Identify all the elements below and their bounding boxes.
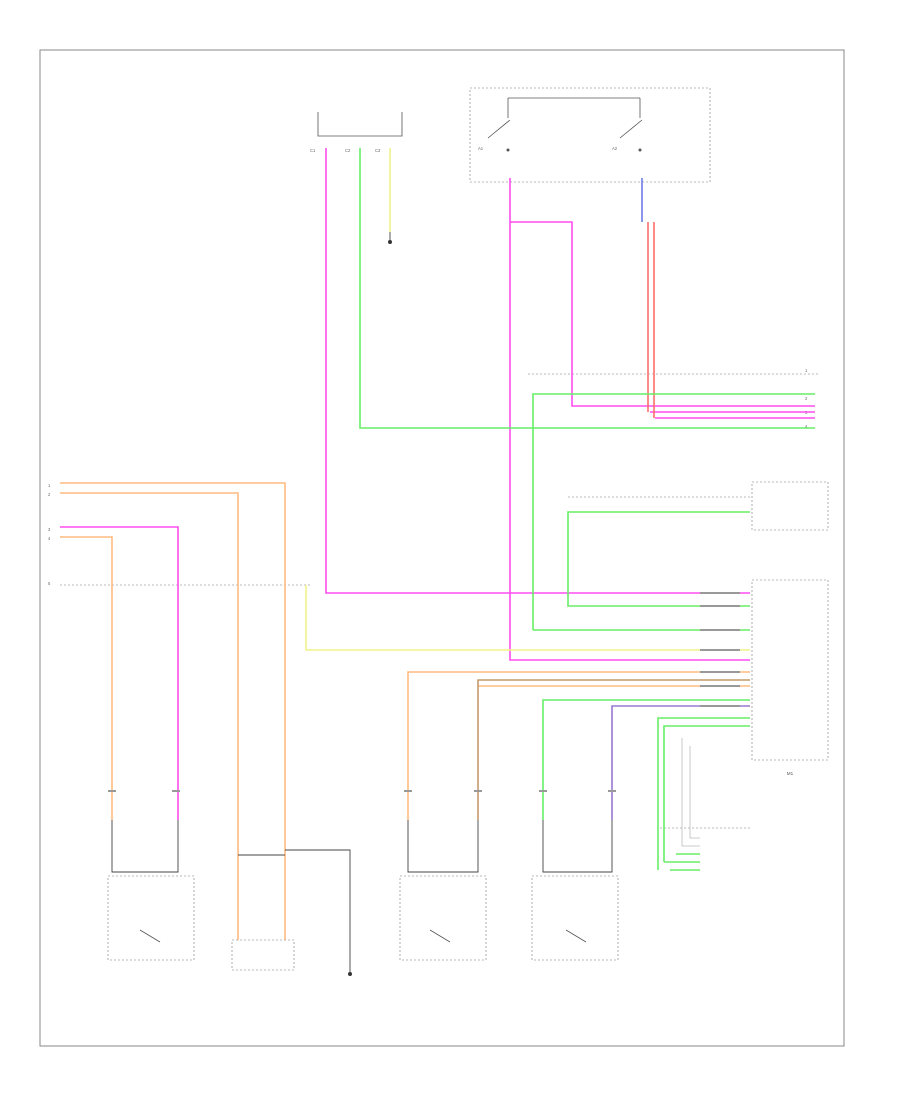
wire-orange-3 (60, 536, 113, 820)
svg-text:A2: A2 (612, 146, 618, 151)
svg-text:M1: M1 (787, 771, 794, 776)
svg-text:5: 5 (48, 581, 51, 586)
wire-green-2 (532, 393, 815, 630)
svg-text:C2: C2 (345, 148, 351, 153)
svg-text:4: 4 (48, 536, 51, 541)
wire-gray-1 (681, 738, 700, 847)
wire-pink-1 (325, 148, 750, 594)
svg-text:1: 1 (805, 368, 808, 373)
bottom-switch-4 (531, 820, 619, 961)
wire-green-7 (663, 725, 750, 862)
wire-pink-3 (510, 221, 815, 407)
wire-yellow-2 (305, 585, 750, 651)
top-sensor-component: C1 C2 C3 (310, 112, 403, 153)
ground-1 (388, 232, 392, 244)
wire-gray-2 (689, 746, 700, 839)
svg-text:C3: C3 (375, 148, 381, 153)
svg-text:2: 2 (805, 396, 808, 401)
wire-orange-4 (407, 671, 750, 820)
wire-orange-2 (60, 492, 239, 940)
top-switch-component: A1 A2 (469, 87, 711, 183)
wire-green-1 (359, 148, 815, 429)
diagram-frame (39, 49, 845, 1047)
wire-orange-1 (60, 482, 286, 940)
wire-green-5 (542, 699, 750, 820)
svg-text:4: 4 (805, 424, 808, 429)
wire-pink-4 (60, 526, 179, 820)
wire-green-3 (567, 511, 750, 607)
wire-pink-2 (509, 178, 750, 661)
wire-label-dots (108, 592, 740, 792)
bottom-switch-3 (399, 820, 487, 961)
ground-2 (285, 849, 352, 976)
svg-text:2: 2 (48, 492, 51, 497)
left-terminals: 1 2 3 4 5 (48, 483, 310, 586)
wire-violet-1 (611, 705, 750, 820)
wire-tan-1 (477, 679, 750, 820)
svg-text:1: 1 (48, 483, 51, 488)
wire-green-6 (657, 717, 750, 870)
svg-text:A1: A1 (478, 146, 484, 151)
bottom-switch-2 (231, 939, 295, 971)
right-main-module: M1 (751, 579, 829, 776)
svg-text:3: 3 (48, 527, 51, 532)
bottom-switch-1 (107, 820, 195, 961)
right-mid-module (568, 481, 829, 531)
svg-text:C1: C1 (310, 148, 316, 153)
